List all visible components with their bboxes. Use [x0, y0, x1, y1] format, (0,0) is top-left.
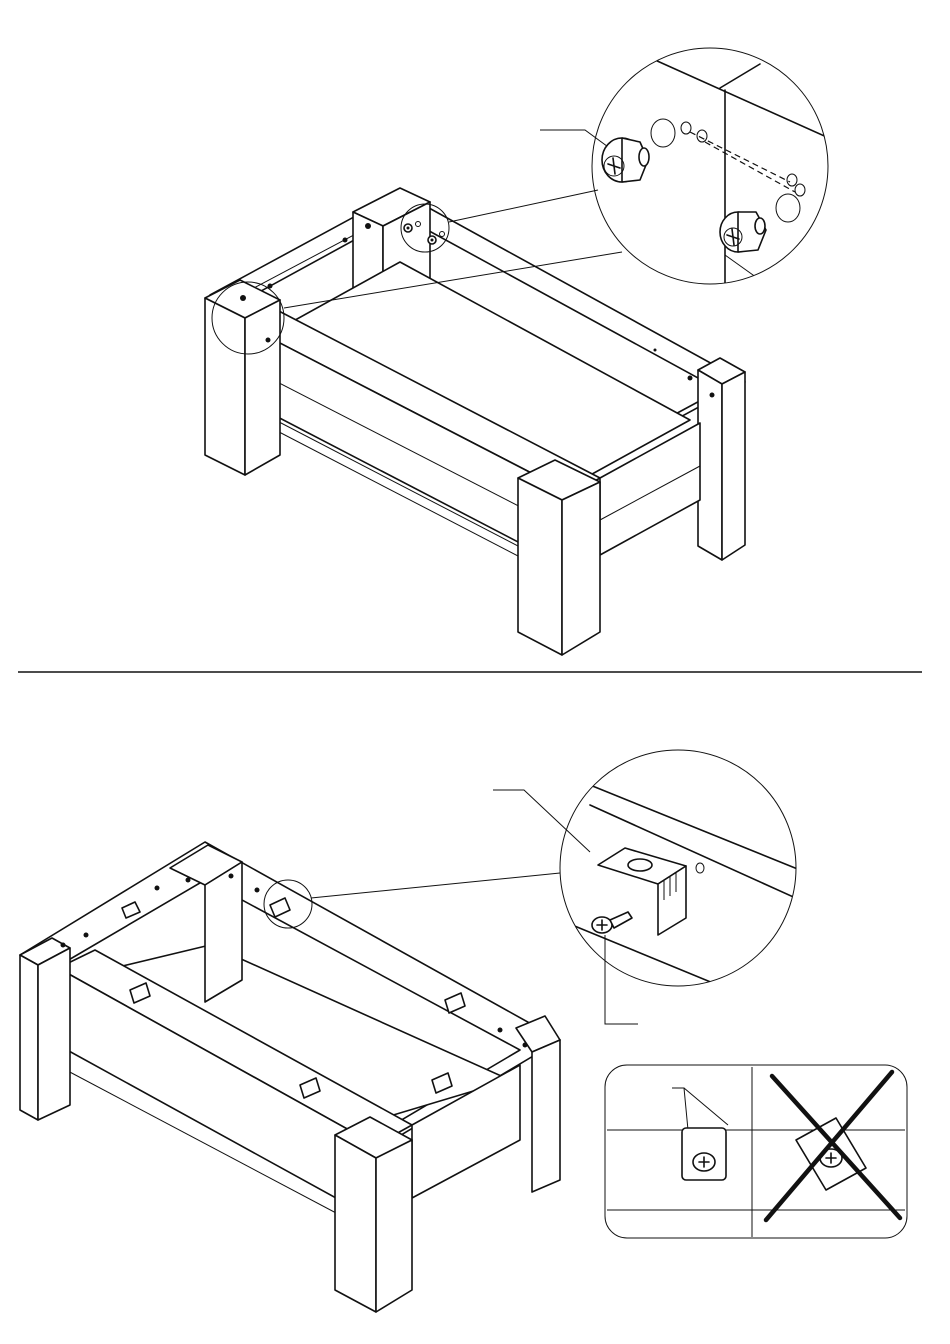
step-cam-lock-assembly	[205, 48, 860, 655]
incorrect-bracket-example	[766, 1072, 900, 1220]
cam-lock-icon	[602, 138, 649, 182]
part-pointer-line	[540, 130, 615, 152]
leader-line	[449, 190, 598, 222]
part-pointer-line	[605, 935, 638, 1024]
leader-line	[311, 873, 560, 898]
leg-front-right	[518, 460, 600, 655]
correct-vs-incorrect-panel	[605, 1065, 907, 1238]
hole-outline	[651, 119, 675, 147]
screw-icon	[592, 912, 632, 933]
leg-back-right	[698, 358, 745, 560]
cam-lock-icon	[720, 212, 766, 252]
x-mark-icon	[766, 1072, 900, 1220]
dowel-icon	[681, 122, 805, 196]
leg-front-right	[335, 1117, 412, 1312]
part-pointer-line	[493, 790, 590, 852]
leg-front-left	[20, 938, 70, 1120]
leg-front-left	[205, 280, 280, 475]
cam-lock-detail	[592, 48, 860, 285]
step-bracket-assembly	[20, 750, 907, 1312]
correct-bracket-example	[672, 1088, 728, 1180]
bracket-detail	[560, 750, 800, 990]
hole-outline	[776, 194, 800, 222]
